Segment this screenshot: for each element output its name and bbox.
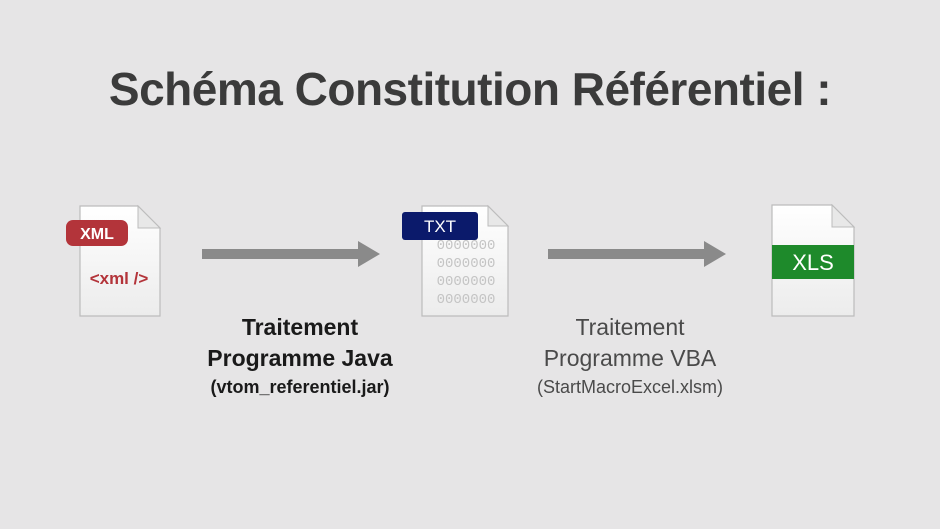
txt-row: 0000000: [437, 274, 496, 290]
vba-step-caption: Traitement Programme VBA (StartMacroExce…: [500, 312, 760, 400]
java-caption-line2: Programme Java: [207, 345, 393, 371]
txt-file-icon: 0000000 0000000 0000000 0000000 TXT: [402, 204, 510, 317]
xml-file-icon: XML <xml />: [66, 204, 162, 317]
txt-row: 0000000: [437, 238, 496, 254]
txt-badge-label: TXT: [424, 217, 456, 236]
xls-badge: [772, 245, 854, 279]
txt-badge: [402, 212, 478, 240]
txt-row: 0000000: [437, 292, 496, 308]
vba-caption-line2: Programme VBA: [543, 345, 717, 371]
vba-caption-line1: Traitement: [575, 314, 685, 340]
java-caption-line1: Traitement: [241, 314, 359, 340]
java-step-caption: Traitement Programme Java (vtom_referent…: [170, 312, 430, 400]
xml-badge: [66, 220, 128, 246]
arrow-right-icon: [548, 241, 726, 267]
page-title: Schéma Constitution Référentiel :: [108, 63, 832, 115]
xml-tag-text: <xml />: [90, 269, 149, 288]
xls-badge-label: XLS: [792, 250, 834, 275]
vba-caption-file: (StartMacroExcel.xlsm): [536, 377, 724, 397]
xls-file-icon: XLS: [771, 203, 856, 317]
arrow-right-icon: [202, 241, 380, 267]
txt-row: 0000000: [437, 256, 496, 272]
java-caption-file: (vtom_referentiel.jar): [210, 377, 390, 397]
xml-badge-label: XML: [80, 226, 114, 243]
